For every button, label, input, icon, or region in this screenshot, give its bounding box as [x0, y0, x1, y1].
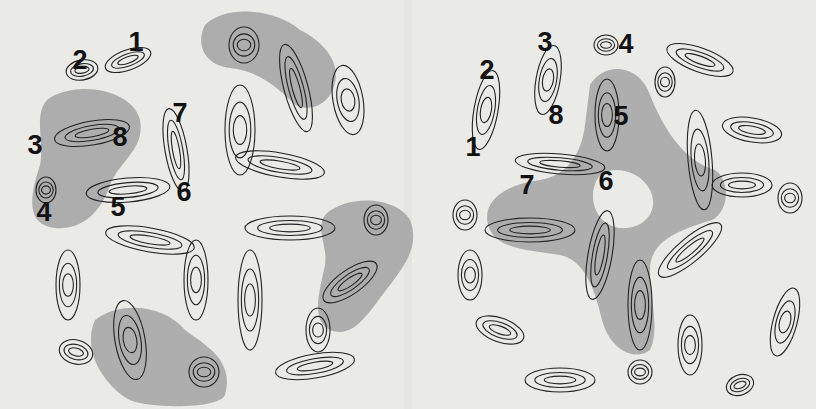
helix-number: 4 — [618, 31, 633, 58]
helix-number: 2 — [479, 57, 494, 84]
helix-number: 5 — [110, 194, 125, 221]
helix-number: 8 — [548, 102, 563, 129]
contour-lines — [36, 27, 806, 399]
helix-number: 2 — [72, 47, 87, 74]
helix-number: 6 — [598, 168, 613, 195]
helix-number: 1 — [128, 29, 143, 56]
helix-number: 6 — [176, 179, 191, 206]
shaded-region — [32, 12, 726, 407]
helix-number: 1 — [465, 134, 480, 161]
helix-number: 4 — [36, 199, 51, 226]
helix-number: 5 — [613, 103, 628, 130]
helix-number: 7 — [172, 100, 187, 127]
helix-number: 8 — [112, 124, 127, 151]
helix-number: 7 — [519, 172, 534, 199]
helix-number: 3 — [537, 29, 552, 56]
helix-number: 3 — [27, 132, 42, 159]
